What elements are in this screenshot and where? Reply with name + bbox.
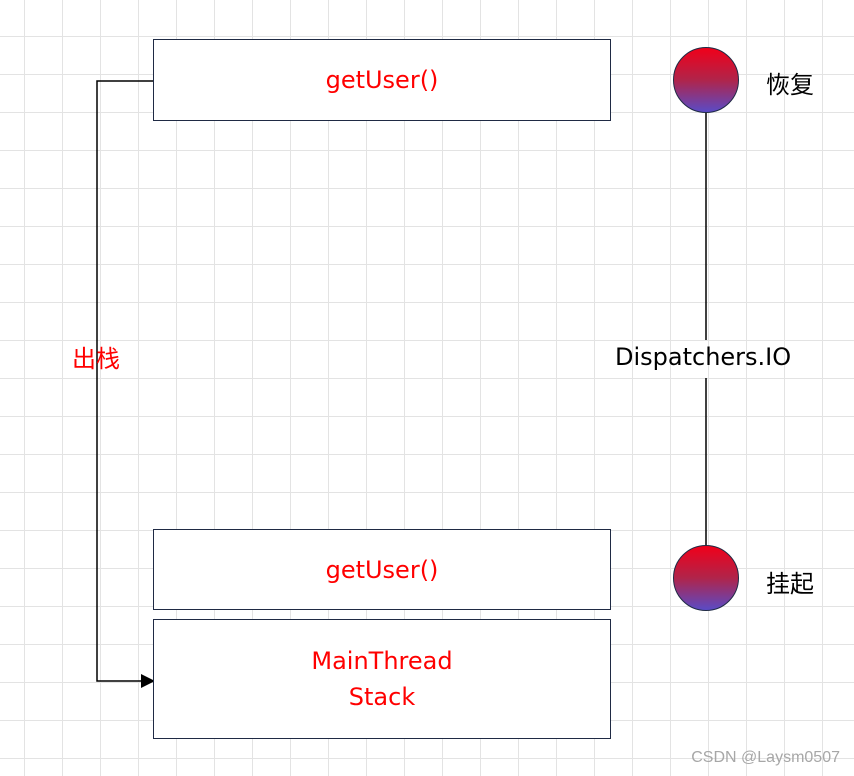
resumed-frame-getuser: getUser() (153, 39, 611, 121)
main-thread-stack: MainThread Stack (153, 619, 611, 739)
stack-label-line2: Stack (348, 683, 416, 711)
stack-label-line1: MainThread (311, 647, 453, 675)
suspend-state-circle (673, 545, 739, 611)
resume-state-circle (673, 47, 739, 113)
arrow-head (141, 674, 155, 688)
suspended-frame-getuser: getUser() (153, 529, 611, 610)
resumed-frame-label: getUser() (325, 66, 439, 94)
resume-label: 恢复 (766, 71, 814, 99)
suspend-label: 挂起 (766, 570, 814, 598)
pop-label: 出栈 (72, 345, 120, 373)
suspended-frame-label: getUser() (325, 555, 439, 584)
dispatcher-label: Dispatchers.IO (615, 343, 792, 371)
pop-arrow-line (96, 80, 153, 682)
watermark: CSDN @Laysm0507 (691, 749, 840, 766)
